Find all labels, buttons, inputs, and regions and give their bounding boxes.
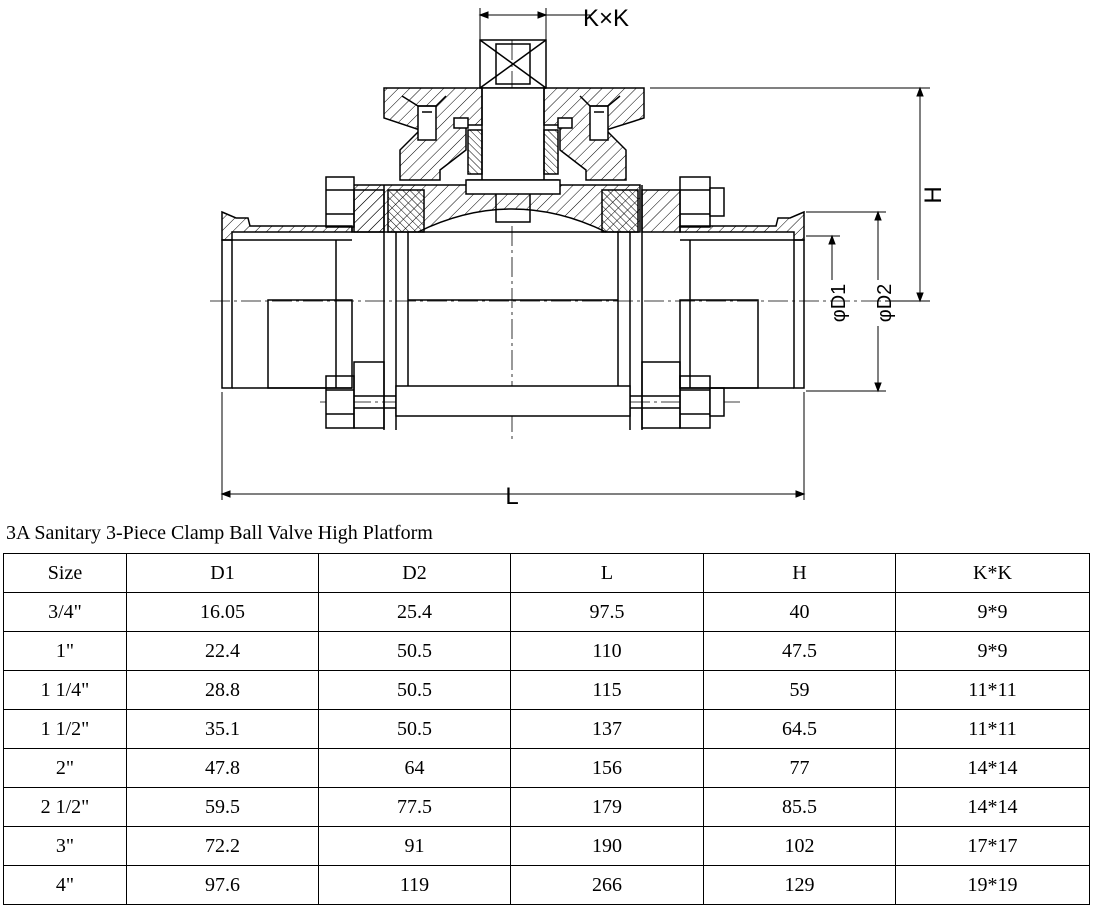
cell-size: 4" [3, 865, 127, 905]
cell-l: 190 [510, 826, 704, 866]
label-kk: K×K [583, 5, 629, 32]
cell-h: 85.5 [703, 787, 896, 827]
cell-l: 115 [510, 670, 704, 710]
cell-kk: 9*9 [895, 592, 1090, 632]
dimension-table: Size D1 D2 L H K*K 3/4" 16.05 25.4 97.5 … [3, 553, 1090, 905]
dimension-d1 [806, 234, 840, 280]
cell-l: 156 [510, 748, 704, 788]
dimension-h [650, 86, 930, 303]
table-row: 3/4" 16.05 25.4 97.5 40 9*9 [3, 592, 1090, 632]
table-caption: 3A Sanitary 3-Piece Clamp Ball Valve Hig… [6, 522, 433, 544]
cell-l: 266 [510, 865, 704, 905]
cell-size: 1 1/2" [3, 709, 127, 749]
cell-d1: 16.05 [126, 592, 319, 632]
cell-d2: 119 [318, 865, 511, 905]
cell-size: 1 1/4" [3, 670, 127, 710]
bottom-bolts [325, 361, 725, 429]
cell-h: 129 [703, 865, 896, 905]
packing-right [543, 129, 559, 175]
right-end-cap [679, 210, 805, 389]
cell-d1: 28.8 [126, 670, 319, 710]
cell-d2: 77.5 [318, 787, 511, 827]
cell-d1: 97.6 [126, 865, 319, 905]
cell-l: 137 [510, 709, 704, 749]
cell-size: 2 1/2" [3, 787, 127, 827]
cell-l: 110 [510, 631, 704, 671]
dimension-kk [478, 8, 590, 40]
cell-h: 102 [703, 826, 896, 866]
cell-d2: 91 [318, 826, 511, 866]
cell-size: 3" [3, 826, 127, 866]
cell-h: 47.5 [703, 631, 896, 671]
cell-d2: 50.5 [318, 670, 511, 710]
table-row: 2 1/2" 59.5 77.5 179 85.5 14*14 [3, 787, 1090, 827]
header-h: H [703, 553, 896, 593]
cell-h: 77 [703, 748, 896, 788]
cell-kk: 14*14 [895, 787, 1090, 827]
table-row: 3" 72.2 91 190 102 17*17 [3, 826, 1090, 866]
label-l: L [505, 483, 518, 510]
cell-d1: 72.2 [126, 826, 319, 866]
cell-d2: 50.5 [318, 709, 511, 749]
table-row: 4" 97.6 119 266 129 19*19 [3, 865, 1090, 905]
mounting-platform [383, 87, 645, 181]
header-size: Size [3, 553, 127, 593]
header-l: L [510, 553, 704, 593]
cell-l: 97.5 [510, 592, 704, 632]
cell-d1: 47.8 [126, 748, 319, 788]
stem-square [479, 39, 547, 89]
cell-kk: 17*17 [895, 826, 1090, 866]
cell-d1: 35.1 [126, 709, 319, 749]
cell-kk: 14*14 [895, 748, 1090, 788]
cell-h: 59 [703, 670, 896, 710]
label-d2: φD2 [874, 284, 896, 323]
table-header-row: Size D1 D2 L H K*K [3, 553, 1090, 593]
cell-h: 40 [703, 592, 896, 632]
header-d1: D1 [126, 553, 319, 593]
cell-d2: 25.4 [318, 592, 511, 632]
cell-d1: 22.4 [126, 631, 319, 671]
center-body [351, 179, 643, 430]
header-d2: D2 [318, 553, 511, 593]
cell-kk: 11*11 [895, 670, 1090, 710]
packing-left [467, 129, 483, 175]
cell-kk: 11*11 [895, 709, 1090, 749]
cell-d1: 59.5 [126, 787, 319, 827]
cell-h: 64.5 [703, 709, 896, 749]
label-d1: φD1 [828, 284, 850, 323]
top-bolts [325, 176, 725, 233]
ball [407, 231, 619, 386]
table-row: 1 1/4" 28.8 50.5 115 59 11*11 [3, 670, 1090, 710]
cell-d2: 50.5 [318, 631, 511, 671]
dimension-l [220, 392, 806, 500]
left-end-cap [221, 210, 353, 389]
table-row: 2" 47.8 64 156 77 14*14 [3, 748, 1090, 788]
valve-technical-drawing: K×K H φD1 φD2 L [210, 5, 947, 510]
table-row: 1 1/2" 35.1 50.5 137 64.5 11*11 [3, 709, 1090, 749]
cell-kk: 9*9 [895, 631, 1090, 671]
table-row: 1" 22.4 50.5 110 47.5 9*9 [3, 631, 1090, 671]
dimension-d2 [806, 210, 886, 393]
cell-d2: 64 [318, 748, 511, 788]
cell-size: 1" [3, 631, 127, 671]
header-kk: K*K [895, 553, 1090, 593]
cell-kk: 19*19 [895, 865, 1090, 905]
label-h: H [920, 186, 947, 203]
cell-l: 179 [510, 787, 704, 827]
cell-size: 2" [3, 748, 127, 788]
cell-size: 3/4" [3, 592, 127, 632]
